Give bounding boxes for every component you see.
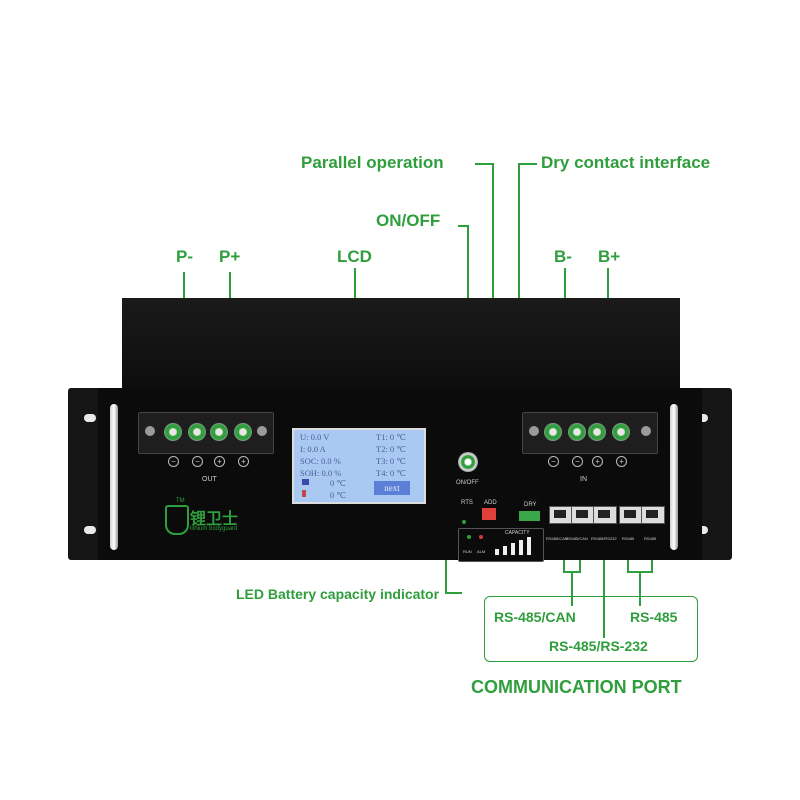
p-minus-terminal [188, 423, 206, 441]
rts-label: RTS [461, 500, 473, 506]
p-minus-terminal [164, 423, 182, 441]
logo-shield-icon [165, 505, 189, 535]
lcd-soh: SOH: 0.0 % [300, 468, 342, 478]
communication-port-title: COMMUNICATION PORT [471, 677, 682, 697]
address-label: ADD [484, 500, 497, 506]
minus-symbol: − [168, 456, 179, 467]
communication-port-box [484, 596, 698, 662]
lcd-label: LCD [337, 247, 372, 266]
lcd-t3: T3: 0 ℃ [376, 456, 406, 466]
plus-symbol: + [616, 456, 627, 467]
dry-label: DRY [524, 502, 537, 508]
in-label: IN [580, 476, 587, 483]
rs485-can-port-2[interactable] [571, 506, 595, 524]
rs485-port-2[interactable] [641, 506, 665, 524]
address-dip-switch[interactable] [482, 508, 496, 520]
rs485-rs232-port[interactable] [593, 506, 617, 524]
p-plus-terminal [234, 423, 252, 441]
b-plus-label: B+ [598, 247, 621, 266]
led-capacity-panel: CAPACITY RUN ALM [458, 528, 544, 562]
dry-contact-connector[interactable] [519, 511, 540, 521]
left-handle [110, 404, 118, 550]
plus-symbol: + [592, 456, 603, 467]
plus-symbol: + [214, 456, 225, 467]
p-minus-label: P- [176, 247, 193, 266]
logo-text: 锂卫士 [190, 511, 239, 528]
port-label: RS485 [644, 536, 657, 541]
lcd-t1: T1: 0 ℃ [376, 432, 406, 442]
minus-symbol: − [192, 456, 203, 467]
alm-label: ALM [477, 549, 486, 554]
p-plus-label: P+ [219, 247, 241, 266]
rs485-can-label: RS-485/CAN [494, 609, 576, 625]
lcd-next-button[interactable]: next [374, 481, 410, 495]
capacity-label: CAPACITY [505, 530, 530, 536]
minus-symbol: − [572, 456, 583, 467]
port-label: RS485/CAN [546, 536, 568, 541]
b-minus-label: B- [554, 247, 572, 266]
led-indicator-label: LED Battery capacity indicator [236, 586, 440, 602]
onoff-label: ON/OFF [376, 211, 441, 230]
b-minus-terminal [544, 423, 562, 441]
minus-symbol: − [548, 456, 559, 467]
rs485-rs232-label: RS-485/RS-232 [549, 638, 648, 654]
lcd-temp-2: 0 ℃ [330, 490, 346, 500]
run-led [467, 535, 471, 539]
rs485-port-1[interactable] [619, 506, 643, 524]
rs485-can-port-1[interactable] [549, 506, 573, 524]
alarm-led [479, 535, 483, 539]
out-label: OUT [202, 476, 217, 483]
capacity-bar-5 [527, 537, 531, 555]
logo-tm: TM [176, 498, 185, 504]
plus-symbol: + [238, 456, 249, 467]
battery-icon [302, 479, 309, 485]
right-handle [670, 404, 678, 550]
lcd-t2: T2: 0 ℃ [376, 444, 406, 454]
capacity-bar-2 [503, 546, 507, 555]
input-terminal-block [522, 412, 658, 454]
run-label: RUN [463, 549, 472, 554]
lcd-temp-1: 0 ℃ [330, 478, 346, 488]
lcd-soc: SOC: 0.0 % [300, 456, 341, 466]
output-terminal-block [138, 412, 274, 454]
capacity-bar-4 [519, 540, 523, 555]
rts-led [462, 520, 466, 524]
lcd-voltage: U: 0.0 V [300, 432, 330, 442]
b-minus-terminal [568, 423, 586, 441]
thermometer-icon [302, 490, 306, 497]
rs485-label: RS-485 [630, 609, 678, 625]
device-top-cover [122, 298, 680, 390]
power-button[interactable] [458, 452, 478, 472]
b-plus-terminal [612, 423, 630, 441]
parallel-operation-label: Parallel operation [301, 153, 444, 172]
lcd-current: I: 0.0 A [300, 444, 326, 454]
b-plus-terminal [588, 423, 606, 441]
port-label: RS485 [622, 536, 635, 541]
lcd-screen: U: 0.0 V I: 0.0 A SOC: 0.0 % SOH: 0.0 % … [292, 428, 426, 504]
dry-contact-label: Dry contact interface [541, 153, 711, 172]
logo-subtitle: lithium bodyguard [190, 526, 238, 532]
power-button-label: ON/OFF [456, 480, 479, 486]
p-plus-terminal [210, 423, 228, 441]
port-label: RS485/RS232 [591, 536, 617, 541]
lcd-t4: T4: 0 ℃ [376, 468, 406, 478]
port-label: RS485/CAN [566, 536, 588, 541]
capacity-bar-1 [495, 549, 499, 555]
capacity-bar-3 [511, 543, 515, 555]
